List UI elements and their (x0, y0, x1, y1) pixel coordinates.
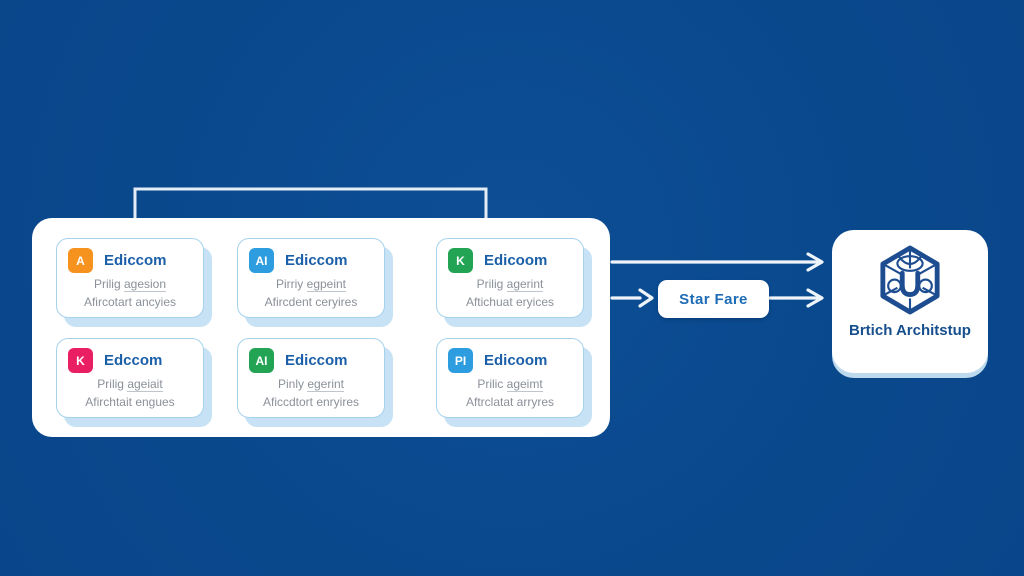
service-badge: K (448, 248, 473, 273)
card-subtitle-line1: Pinly egerint (277, 377, 345, 392)
card-subtitle-line2: Aftichuat eryices (465, 295, 555, 309)
group-bracket (133, 187, 488, 218)
card-subtitle-line2: Aficcdtort enryires (262, 395, 360, 409)
target-card-label: Brtich Architstup (849, 322, 971, 339)
card-title: Ediccom (285, 252, 348, 269)
service-card-3[interactable]: K Edicoom Prilig agerint Aftichuat eryic… (436, 238, 584, 318)
service-badge: AI (249, 348, 274, 373)
card-subtitle-line2: Aftrclatat arryres (465, 395, 555, 409)
service-badge: A (68, 248, 93, 273)
card-subtitle-line1: Prilig agesion (93, 277, 167, 292)
card-subtitle-line1: Prilic ageimt (477, 377, 543, 392)
target-card[interactable]: Brtich Architstup (832, 230, 988, 373)
card-subtitle-line1: Prilig agerint (476, 277, 544, 292)
card-title: Edccom (104, 352, 163, 369)
card-subtitle-line2: Afircotart ancyies (83, 295, 177, 309)
card-subtitle-line1: Prilig ageiait (97, 377, 163, 392)
star-fare-label: Star Fare (679, 290, 748, 308)
card-subtitle-line1: Pirriy egpeint (275, 277, 347, 292)
card-title: Edicoom (484, 252, 548, 269)
hexagon-cube-logo-icon (880, 245, 940, 315)
service-card-5[interactable]: AI Ediccom Pinly egerint Aficcdtort enry… (237, 338, 385, 418)
arrow-star-fare-to-target (768, 288, 824, 308)
service-card-2[interactable]: AI Ediccom Pirriy egpeint Afircdent cery… (237, 238, 385, 318)
service-badge: AI (249, 248, 274, 273)
service-badge: K (68, 348, 93, 373)
card-subtitle-line2: Afircdent ceryires (264, 295, 358, 309)
service-badge: PI (448, 348, 473, 373)
card-title: Ediccom (104, 252, 167, 269)
arrow-panel-to-star-fare (610, 288, 654, 308)
arrow-panel-to-target (610, 252, 824, 272)
service-card-1[interactable]: A Ediccom Prilig agesion Afircotart ancy… (56, 238, 204, 318)
service-card-4[interactable]: K Edccom Prilig ageiait Afirchtait engue… (56, 338, 204, 418)
card-title: Ediccom (285, 352, 348, 369)
card-title: Edicoom (484, 352, 548, 369)
card-subtitle-line2: Afirchtait engues (85, 395, 175, 409)
service-card-6[interactable]: PI Edicoom Prilic ageimt Aftrclatat arry… (436, 338, 584, 418)
star-fare-button[interactable]: Star Fare (658, 280, 769, 318)
